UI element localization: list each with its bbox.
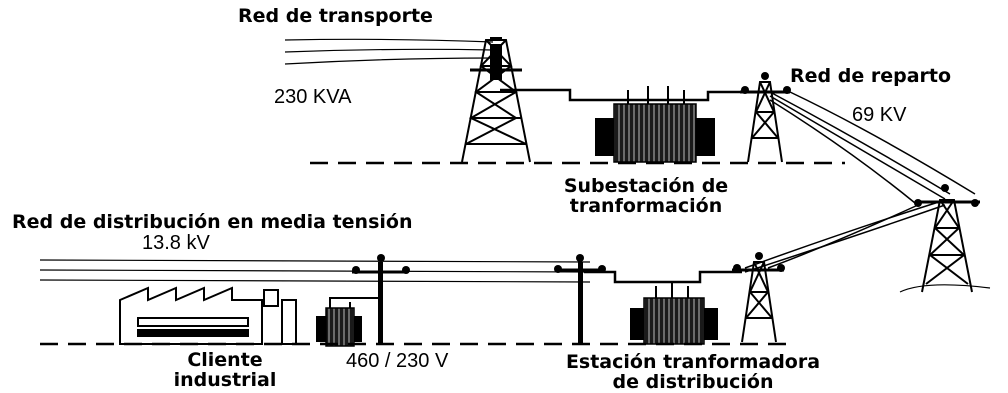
reparto-tower-lower — [732, 261, 784, 343]
label-cliente-l2: industrial — [173, 369, 277, 391]
label-voltaje-cliente: 460 / 230 V — [346, 350, 449, 372]
label-red-distribucion: Red de distribución en media tensión — [12, 211, 413, 233]
client-pole — [352, 254, 410, 344]
label-subestacion-l2: tranformación — [569, 195, 723, 217]
transmission-lines — [284, 38, 494, 65]
label-estacion-l1: Estación tranformadora — [565, 351, 821, 373]
station-transformer-icon — [630, 282, 718, 345]
reparto-lines-lower — [744, 199, 946, 273]
reparto-tower-right — [899, 199, 991, 293]
label-voltaje-distribucion: 13.8 kV — [142, 232, 210, 254]
tower-top — [490, 44, 502, 80]
label-subestacion-l1: Subestación de — [563, 175, 729, 197]
distribution-lines — [39, 259, 591, 283]
label-voltaje-reparto: 69 KV — [852, 104, 907, 126]
station-pole — [554, 254, 606, 344]
substation-busbar — [500, 88, 758, 102]
reparto-tower-upper — [740, 81, 790, 163]
factory-icon — [119, 286, 297, 345]
label-cliente-l1: Cliente — [187, 349, 263, 371]
label-red-transporte: Red de transporte — [238, 5, 433, 27]
label-voltaje-transporte: 230 KVA — [274, 86, 352, 108]
client-transformer-icon — [316, 297, 378, 347]
reparto-lines — [769, 91, 976, 204]
label-estacion-l2: de distribución — [612, 371, 774, 393]
substation-transformer-icon — [595, 86, 715, 163]
label-red-reparto: Red de reparto — [790, 65, 952, 87]
